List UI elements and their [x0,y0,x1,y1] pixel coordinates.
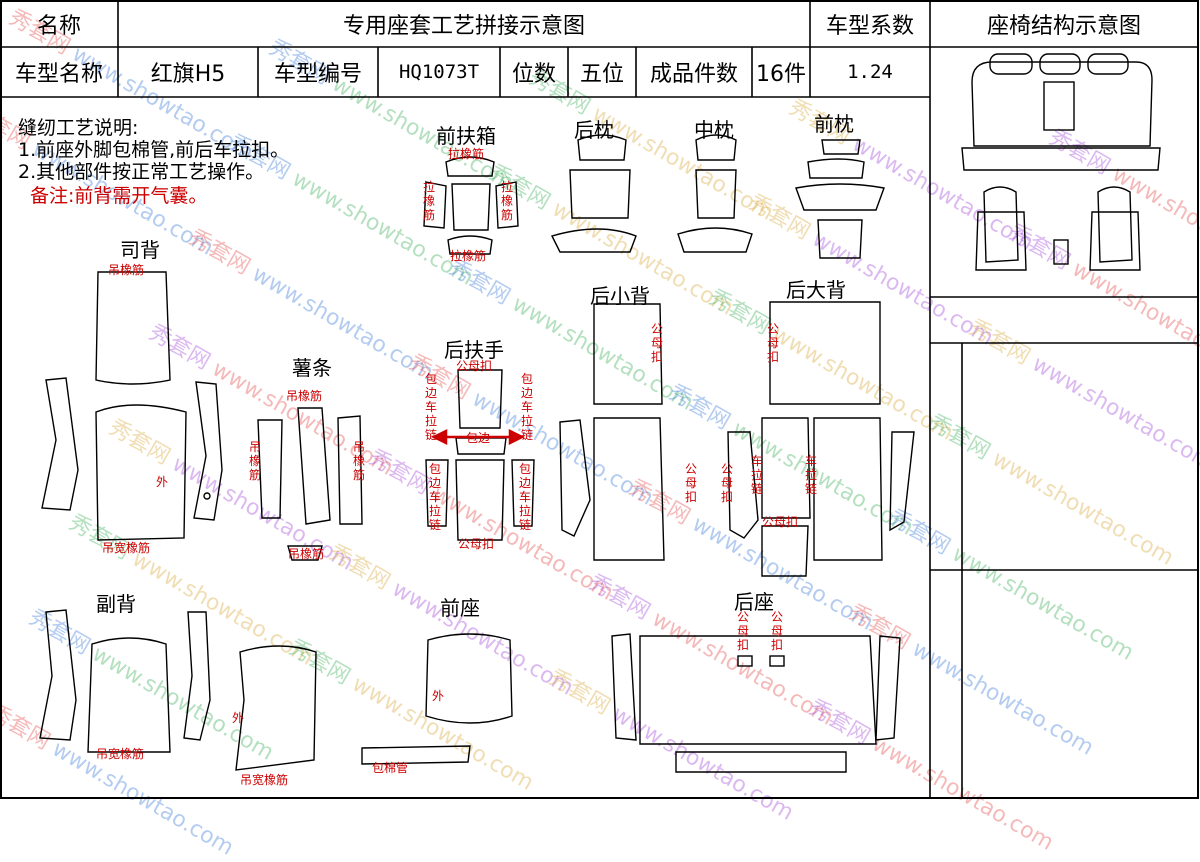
model-name-label: 车型名称 [14,62,103,87]
pattern-diagram [0,0,1199,799]
seats-value: 五位 [579,62,624,87]
group-rear-small-back: 后小背 [590,284,650,308]
annotation-hang-wide-elastic: 吊宽橡筋 [96,747,145,761]
group-front-headrest: 前枕 [814,112,854,136]
group-rear-headrest: 后枕 [574,118,614,142]
annotation-hang-wide-elastic: 吊宽橡筋 [240,773,289,787]
group-front-seat: 前座 [440,596,480,620]
pieces-label: 成品件数 [649,62,738,87]
annotation-snap: 公母扣 [458,537,495,551]
annotation-edge-zip: 包边车拉链 [424,372,437,442]
annotation-snap: 公母扣 [770,610,783,652]
annotation-cotton-pipe: 包棉管 [372,761,409,775]
annotation-hang-elastic: 吊橡筋 [108,263,145,277]
instructions-remark: 备注:前背需开气囊。 [30,185,208,207]
group-rear-big-back: 后大背 [786,278,846,302]
page-title: 专用座套工艺拼接示意图 [342,13,585,39]
annotation-snap: 公母扣 [736,610,749,652]
group-rear-armrest: 后扶手 [444,338,504,362]
instructions-title: 缝纫工艺说明: [18,117,139,139]
annotation-hang-elastic: 吊橡筋 [352,440,365,482]
annotation-elastic: 拉橡筋 [422,180,435,222]
group-driver-back: 司背 [120,238,160,262]
annotation-snap: 公母扣 [650,322,663,364]
annotation-hang-wide-elastic: 吊宽橡筋 [102,541,151,555]
annotation-hang-elastic: 吊橡筋 [288,547,325,561]
model-code-label: 车型编号 [273,62,362,87]
coef-value: 1.24 [847,61,893,83]
annotation-outer: 外 [156,475,169,489]
annotation-outer: 外 [432,689,445,703]
annotation-elastic: 拉橡筋 [450,249,487,263]
pattern-pieces [39,134,915,773]
annotation-edge-zip: 包边车拉链 [518,462,531,532]
annotation-snap: 公母扣 [684,462,697,504]
seat-structure-sketch [961,53,1161,271]
annotation-outer: 外 [232,711,245,725]
instructions-line-2: 2.其他部件按正常工艺操作。 [18,161,265,183]
annotation-hang-elastic: 吊橡筋 [248,440,261,482]
coef-label: 车型系数 [825,13,914,39]
annotation-elastic: 拉橡筋 [500,180,513,222]
structure-title: 座椅结构示意图 [986,13,1141,39]
annotation-zip: 车拉链 [750,454,763,496]
annotation-snap: 公母扣 [762,515,799,529]
instructions-line-1: 1.前座外脚包棉管,前后车拉扣。 [18,139,290,161]
group-passenger-back: 副背 [96,592,136,616]
annotation-edge: 包边 [466,431,491,445]
group-strip: 薯条 [292,356,332,380]
annotation-snap: 公母扣 [766,322,779,364]
edge-arrows [431,428,525,446]
model-code-value: HQ1073T [398,61,480,83]
group-mid-headrest: 中枕 [694,118,734,142]
model-name-value: 红旗H5 [150,62,226,87]
annotation-snap: 公母扣 [456,359,493,373]
seats-label: 位数 [511,62,556,87]
annotation-edge-zip: 包边车拉链 [428,462,441,532]
annotation-snap: 公母扣 [720,462,733,504]
name-label: 名称 [36,13,81,39]
pieces-value: 16件 [756,62,806,87]
annotation-elastic: 拉橡筋 [448,147,485,161]
annotation-edge-zip: 包边车拉链 [520,372,533,442]
annotation-hang-elastic: 吊橡筋 [286,389,323,403]
group-front-armrest: 前扶箱 [436,124,496,148]
group-rear-seat: 后座 [734,590,774,614]
annotation-zip: 车拉链 [804,454,817,496]
